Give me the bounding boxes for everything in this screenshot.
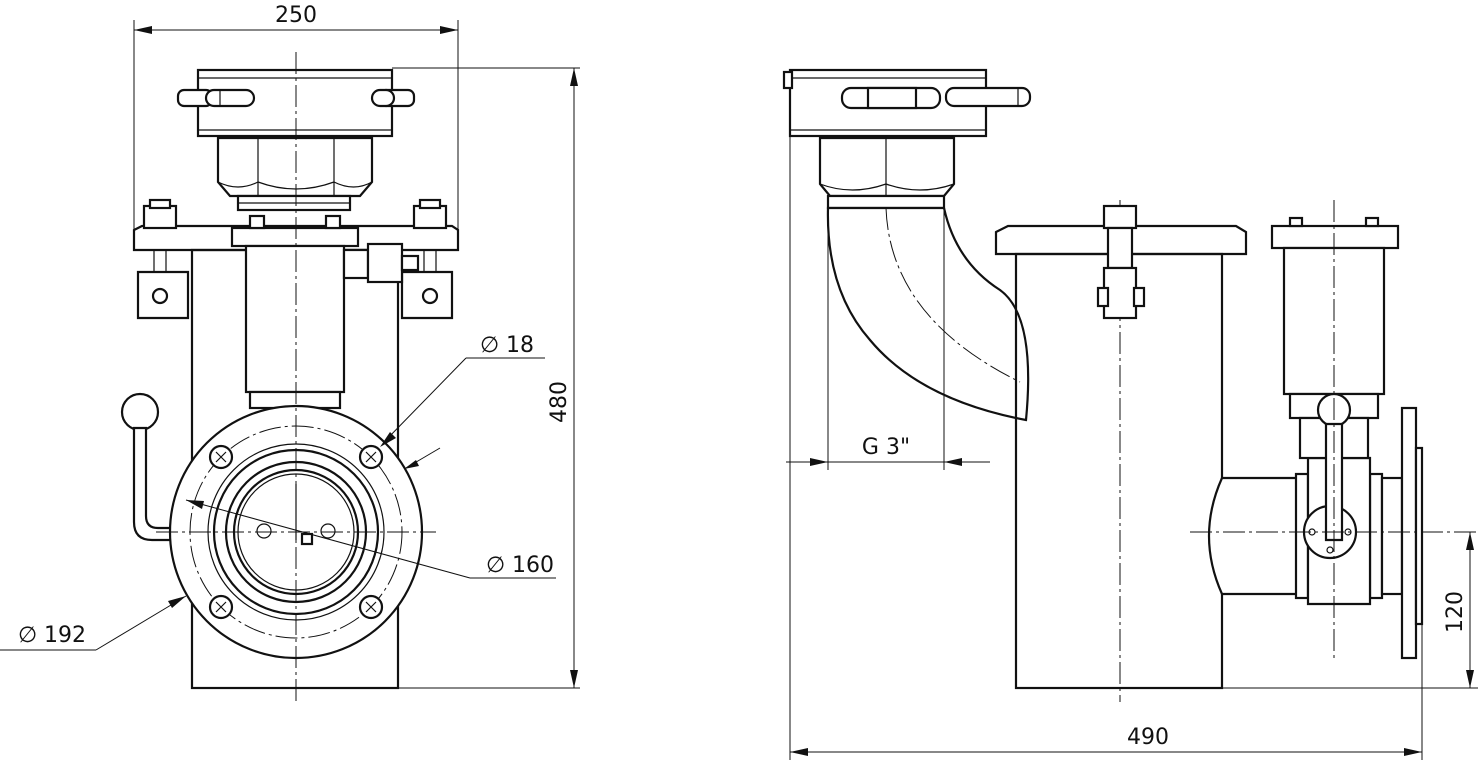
bent-pipe: [826, 206, 1030, 422]
dimension-bolt-hole: ∅ 18: [380, 333, 545, 469]
front-view: 250 480 ∅ 18 ∅ 160: [0, 3, 580, 702]
bolt-hole-symbol: ∅: [480, 333, 499, 358]
flange-outer-label: 192: [44, 623, 86, 648]
hex-nut: [216, 136, 374, 212]
width-label: 250: [275, 3, 317, 28]
tank-body: [994, 200, 1248, 702]
flange-outer-symbol: ∅: [18, 623, 37, 648]
thread-label: G 3": [862, 435, 910, 460]
height-label: 480: [547, 381, 572, 423]
dimension-height: 480: [392, 67, 580, 689]
bolt-circle-label: 160: [512, 553, 554, 578]
dimension-width: 250: [133, 3, 459, 230]
side-view: G 3" 490 120: [782, 68, 1478, 760]
bolt-circle-symbol: ∅: [486, 553, 505, 578]
length-label: 490: [1127, 725, 1169, 750]
dimension-bolt-circle: ∅ 160: [185, 499, 556, 579]
lever-handle: [120, 392, 180, 542]
side-cap: [782, 68, 1032, 138]
dimension-flange-outer: ∅ 192: [0, 595, 187, 651]
dimension-length: 490: [789, 136, 1423, 760]
outlet-height-label: 120: [1443, 591, 1468, 633]
bolt-hole-label: 18: [506, 333, 534, 358]
dimension-outlet-height: 120: [1222, 532, 1478, 689]
head-cap: [176, 68, 416, 138]
side-nut: [818, 136, 956, 210]
dimension-thread: G 3": [786, 208, 990, 470]
valve-body: [190, 242, 420, 690]
